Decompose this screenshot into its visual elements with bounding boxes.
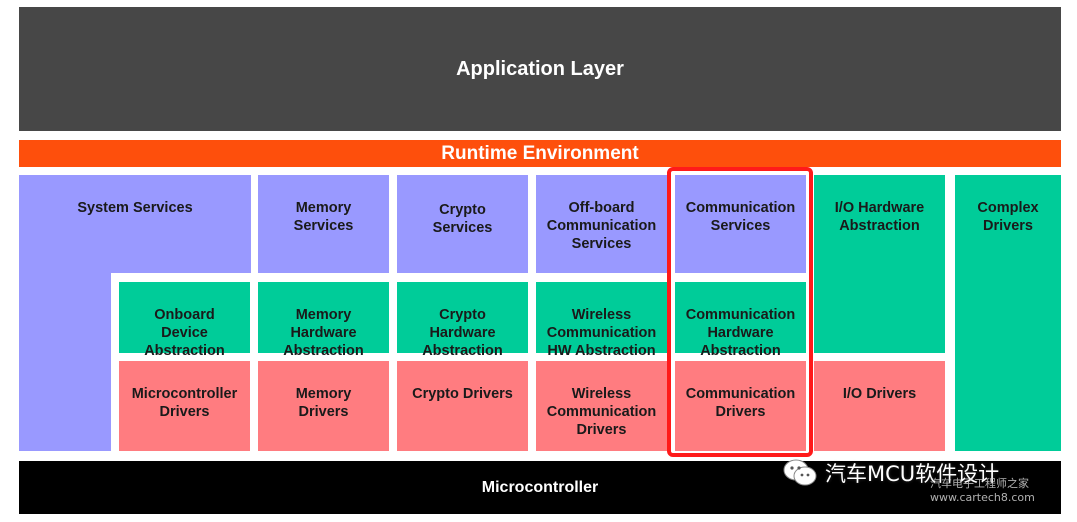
communication-services-label: Communication Services [685, 200, 796, 234]
microcontroller-drivers-label: Microcontroller Drivers [131, 386, 238, 420]
onboard-device-abstraction-label: Onboard Device Abstraction [144, 307, 225, 359]
io-drivers-label: I/O Drivers [842, 386, 917, 402]
offboard-communication-services-block: Off-board Communication Services [536, 175, 667, 273]
microcontroller-label: Microcontroller [481, 478, 599, 496]
communication-drivers-block: Communication Drivers [675, 361, 806, 451]
runtime-environment: Runtime Environment [19, 140, 1061, 167]
microcontroller-drivers-block: Microcontroller Drivers [119, 361, 250, 451]
memory-services-label: Memory Services [293, 200, 354, 234]
watermark-text: 汽车MCU软件设计 [825, 462, 1000, 486]
offboard-communication-services-label: Off-board Communication Services [546, 200, 657, 252]
memory-hardware-abstraction-block: Memory Hardware Abstraction [258, 282, 389, 359]
communication-hardware-abstraction-label: Communication Hardware Abstraction [685, 307, 796, 359]
watermark-sub-line2: www.cartech8.com [930, 491, 1035, 504]
complex-drivers-block: Complex Drivers [955, 175, 1061, 451]
watermark-sub: 汽车电子工程师之家 www.cartech8.com [930, 477, 1035, 505]
wireless-communication-hw-abstraction-label: Wireless Communication HW Abstraction [546, 307, 657, 359]
system-services-label: System Services [77, 200, 193, 216]
io-hardware-abstraction-block: I/O Hardware Abstraction [814, 175, 945, 353]
communication-services-block: Communication Services [675, 175, 806, 273]
wireless-communication-drivers-label: Wireless Communication Drivers [546, 386, 657, 438]
memory-services-block: Memory Services [258, 175, 389, 273]
wireless-communication-hw-abstraction-block: Wireless Communication HW Abstraction [536, 282, 667, 359]
communication-hardware-abstraction-block: Communication Hardware Abstraction [675, 282, 806, 359]
system-services-column [19, 273, 111, 451]
io-hardware-abstraction-label: I/O Hardware Abstraction [834, 200, 925, 234]
communication-drivers-label: Communication Drivers [685, 386, 796, 420]
memory-drivers-label: Memory Drivers [295, 386, 352, 420]
memory-drivers-block: Memory Drivers [258, 361, 389, 451]
crypto-drivers-label: Crypto Drivers [412, 386, 513, 402]
complex-drivers-label: Complex Drivers [977, 200, 1039, 234]
io-drivers-block: I/O Drivers [814, 361, 945, 451]
application-layer-label: Application Layer [456, 58, 624, 80]
crypto-hardware-abstraction-block: Crypto Hardware Abstraction [397, 282, 528, 359]
application-layer: Application Layer [19, 7, 1061, 131]
microcontroller-layer: Microcontroller [19, 461, 1061, 514]
watermark-sub-line1: 汽车电子工程师之家 [930, 477, 1029, 490]
wireless-communication-drivers-block: Wireless Communication Drivers [536, 361, 667, 451]
crypto-services-label: Crypto Services [432, 202, 493, 236]
crypto-services-block: Crypto Services [397, 175, 528, 273]
crypto-drivers-block: Crypto Drivers [397, 361, 528, 451]
system-services-block: System Services [19, 175, 251, 273]
memory-hardware-abstraction-label: Memory Hardware Abstraction [283, 307, 364, 359]
crypto-hardware-abstraction-label: Crypto Hardware Abstraction [422, 307, 503, 359]
runtime-environment-label: Runtime Environment [441, 142, 639, 164]
wechat-icon [783, 459, 817, 486]
onboard-device-abstraction-block: Onboard Device Abstraction [119, 282, 250, 359]
watermark: 汽车MCU软件设计 [783, 458, 999, 488]
